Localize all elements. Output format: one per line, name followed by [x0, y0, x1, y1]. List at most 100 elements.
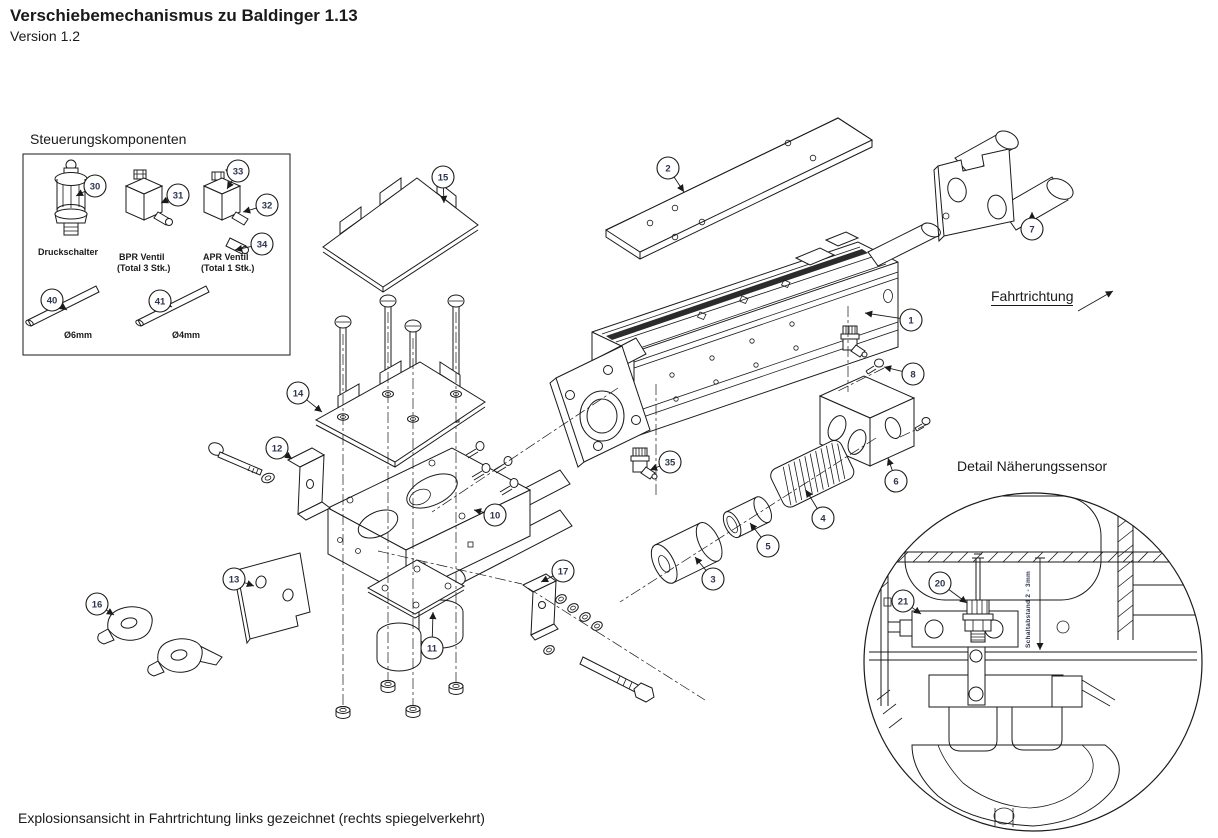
svg-text:16: 16	[92, 600, 103, 611]
caption-druckschalter: Druckschalter	[38, 247, 99, 257]
svg-text:32: 32	[262, 201, 273, 212]
svg-text:8: 8	[910, 370, 915, 381]
svg-text:21: 21	[898, 597, 909, 608]
caption-apr-ventil: APR Ventil	[203, 252, 249, 262]
apr-valve-drawing	[202, 165, 249, 255]
svg-text:40: 40	[47, 296, 58, 307]
part-2-cover-plate	[604, 117, 874, 260]
balloon-10-leader	[473, 508, 485, 516]
balloon-7: 7	[1020, 212, 1044, 241]
lock-nuts	[335, 680, 464, 719]
balloon-15-leader	[440, 187, 448, 204]
svg-text:41: 41	[155, 297, 166, 308]
balloon-20: 20	[928, 571, 968, 604]
footer-note: Explosionsansicht in Fahrtrichtung links…	[18, 810, 485, 826]
balloon-layer: 1234567810111213141516172021303132333435…	[40, 156, 1044, 660]
balloon-2: 2	[656, 156, 685, 193]
svg-text:12: 12	[272, 444, 283, 455]
svg-text:2: 2	[665, 164, 670, 175]
caption-bpr-ventil: BPR Ventil	[119, 252, 165, 262]
svg-text:34: 34	[257, 240, 268, 251]
svg-text:30: 30	[90, 182, 101, 193]
balloon-2-leader	[673, 176, 685, 193]
sensor-distance-note: Schaltabstand 2 - 3mm	[1025, 571, 1032, 648]
detail-view-title: Detail Näherungssensor	[957, 458, 1108, 474]
part-16-clamp-plates	[97, 606, 223, 677]
balloon-5: 5	[749, 522, 780, 558]
svg-text:20: 20	[935, 579, 946, 590]
balloon-5-leader	[749, 522, 762, 538]
caption-bpr-quantity: (Total 3 Stk.)	[117, 263, 171, 273]
balloon-1: 1	[864, 308, 923, 332]
flange-plate	[442, 337, 651, 586]
balloon-6-leader	[886, 457, 894, 471]
svg-text:35: 35	[665, 458, 676, 469]
centerlines	[342, 306, 929, 706]
caption-tube-4mm: Ø4mm	[172, 330, 201, 340]
balloon-3-leader	[694, 556, 707, 571]
svg-text:10: 10	[490, 511, 501, 522]
part-14-sensor-tray	[314, 360, 486, 468]
part-7-guide-block	[933, 130, 1074, 243]
balloon-8-leader	[883, 365, 903, 373]
balloon-21-leader	[911, 606, 922, 615]
elbow-fitting-35	[630, 447, 658, 480]
direction-label: Fahrtrichtung	[991, 288, 1074, 306]
balloon-4: 4	[805, 489, 835, 530]
balloon-34-leader	[234, 244, 252, 252]
balloon-33: 33	[226, 159, 250, 190]
balloon-8: 8	[883, 362, 925, 386]
svg-text:6: 6	[893, 477, 898, 488]
shoulder-screws	[465, 441, 519, 496]
balloon-10: 10	[473, 503, 507, 527]
page-version: Version 1.2	[10, 28, 81, 44]
balloon-3: 3	[694, 556, 725, 591]
balloon-34: 34	[234, 232, 274, 256]
control-panel-box	[22, 153, 291, 356]
balloon-33-leader	[226, 180, 234, 190]
caption-tube-6mm: Ø6mm	[64, 330, 93, 340]
balloon-11: 11	[420, 611, 444, 660]
balloon-11-leader	[429, 611, 437, 638]
balloon-31: 31	[160, 183, 190, 207]
tube-4mm-drawing	[135, 285, 210, 327]
balloon-13: 13	[222, 567, 255, 591]
balloon-13-leader	[244, 580, 255, 588]
balloon-14: 14	[286, 381, 323, 413]
direction-arrow	[1077, 290, 1114, 312]
svg-text:14: 14	[293, 389, 304, 400]
balloon-4-leader	[805, 489, 818, 509]
part-12-bracket	[208, 442, 331, 521]
pressure-switch-drawing	[54, 159, 88, 236]
balloon-15: 15	[431, 165, 455, 204]
svg-text:4: 4	[820, 514, 826, 525]
part-4-spring	[770, 440, 855, 508]
balloon-12: 12	[265, 436, 293, 460]
svg-text:3: 3	[710, 575, 715, 586]
balloon-21: 21	[891, 589, 922, 615]
screw-8	[865, 358, 884, 375]
svg-text:15: 15	[438, 173, 449, 184]
part-13-side-plate	[233, 552, 311, 645]
svg-text:17: 17	[558, 567, 569, 578]
part-5-bushing	[722, 496, 772, 539]
screw-right-of-block6	[914, 417, 931, 432]
detail-view-proximity-sensor: Schaltabstand 2 - 3mm	[863, 492, 1203, 832]
part-17-stop-bracket	[522, 573, 655, 703]
svg-text:31: 31	[173, 191, 184, 202]
control-panel-title: Steuerungskomponenten	[30, 131, 187, 147]
balloon-14-leader	[306, 399, 323, 413]
balloon-20-leader	[948, 589, 968, 604]
balloon-40-leader	[59, 303, 68, 311]
part-15-cover-tray	[322, 177, 479, 293]
balloon-17-leader	[540, 575, 554, 583]
svg-text:11: 11	[427, 644, 438, 655]
balloon-32-leader	[242, 206, 257, 214]
balloon-16-leader	[105, 608, 115, 616]
svg-text:33: 33	[233, 167, 244, 178]
balloon-31-leader	[160, 196, 170, 204]
balloon-30: 30	[75, 174, 107, 198]
svg-text:5: 5	[765, 542, 771, 553]
